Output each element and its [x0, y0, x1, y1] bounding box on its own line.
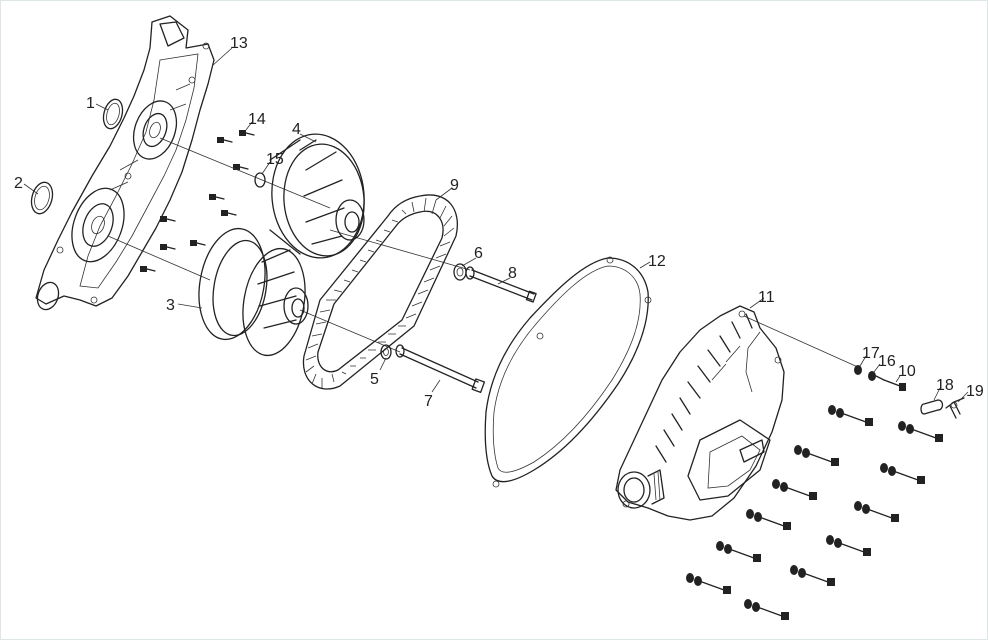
outer-cover-bolts: [686, 405, 943, 620]
o-ring-part-2: [30, 181, 54, 215]
plug-part-18: [920, 399, 944, 415]
callout-8: 8: [508, 265, 517, 282]
cover-bolt: [854, 501, 899, 522]
callout-11: 11: [758, 289, 775, 306]
callout-leader-lines: [23, 47, 969, 403]
washer-part-17: [854, 365, 862, 375]
outer-cover-part-11: [615, 305, 785, 521]
washer-part-5: [380, 344, 392, 360]
o-ring-part-15: [254, 172, 266, 188]
callout-15: 15: [266, 151, 284, 168]
washer-part-16: [868, 371, 885, 381]
cover-bolt: [898, 421, 943, 442]
callout-numbers: 1 2 3 4 5 6 7 8 9 10 11 12 13 14 15 16 1…: [14, 35, 984, 410]
callout-4: 4: [292, 121, 301, 138]
gasket-part-12: [484, 256, 652, 488]
callout-17: 17: [862, 345, 880, 362]
callout-19: 19: [966, 383, 984, 400]
cover-bolt: [772, 479, 817, 500]
callout-10: 10: [898, 363, 916, 380]
long-bolt-part-7: [395, 344, 486, 393]
driven-pulley-part-3: [198, 227, 309, 357]
bolt-part-10: [883, 379, 906, 391]
callout-12: 12: [648, 253, 666, 270]
callout-1: 1: [86, 95, 95, 112]
callout-5: 5: [370, 371, 379, 388]
inner-cover-part: [35, 15, 215, 311]
callout-14: 14: [248, 111, 266, 128]
assembly-axis-lines: [107, 137, 861, 369]
cover-bolts-part-14: [140, 130, 255, 272]
callout-6: 6: [474, 245, 483, 262]
cover-bolt: [744, 599, 789, 620]
callout-7: 7: [424, 393, 433, 410]
callout-13: 13: [230, 35, 248, 52]
cover-bolt: [746, 509, 791, 530]
callout-18: 18: [936, 377, 954, 394]
cover-bolt: [790, 565, 835, 586]
callout-9: 9: [450, 177, 459, 194]
callout-3: 3: [166, 297, 175, 314]
callout-16: 16: [878, 353, 896, 370]
drive-pulley-part-4: [269, 133, 365, 259]
cover-bolt: [794, 445, 839, 466]
cover-bolt: [686, 573, 731, 594]
cover-bolt: [880, 463, 925, 484]
cover-bolt: [716, 541, 761, 562]
callout-2: 2: [14, 175, 23, 192]
cover-bolt: [826, 535, 871, 556]
drive-belt-part-9: [302, 194, 458, 390]
long-bolt-part-8: [465, 266, 537, 303]
cover-bolt: [828, 405, 873, 426]
o-ring-part-1: [102, 98, 124, 130]
